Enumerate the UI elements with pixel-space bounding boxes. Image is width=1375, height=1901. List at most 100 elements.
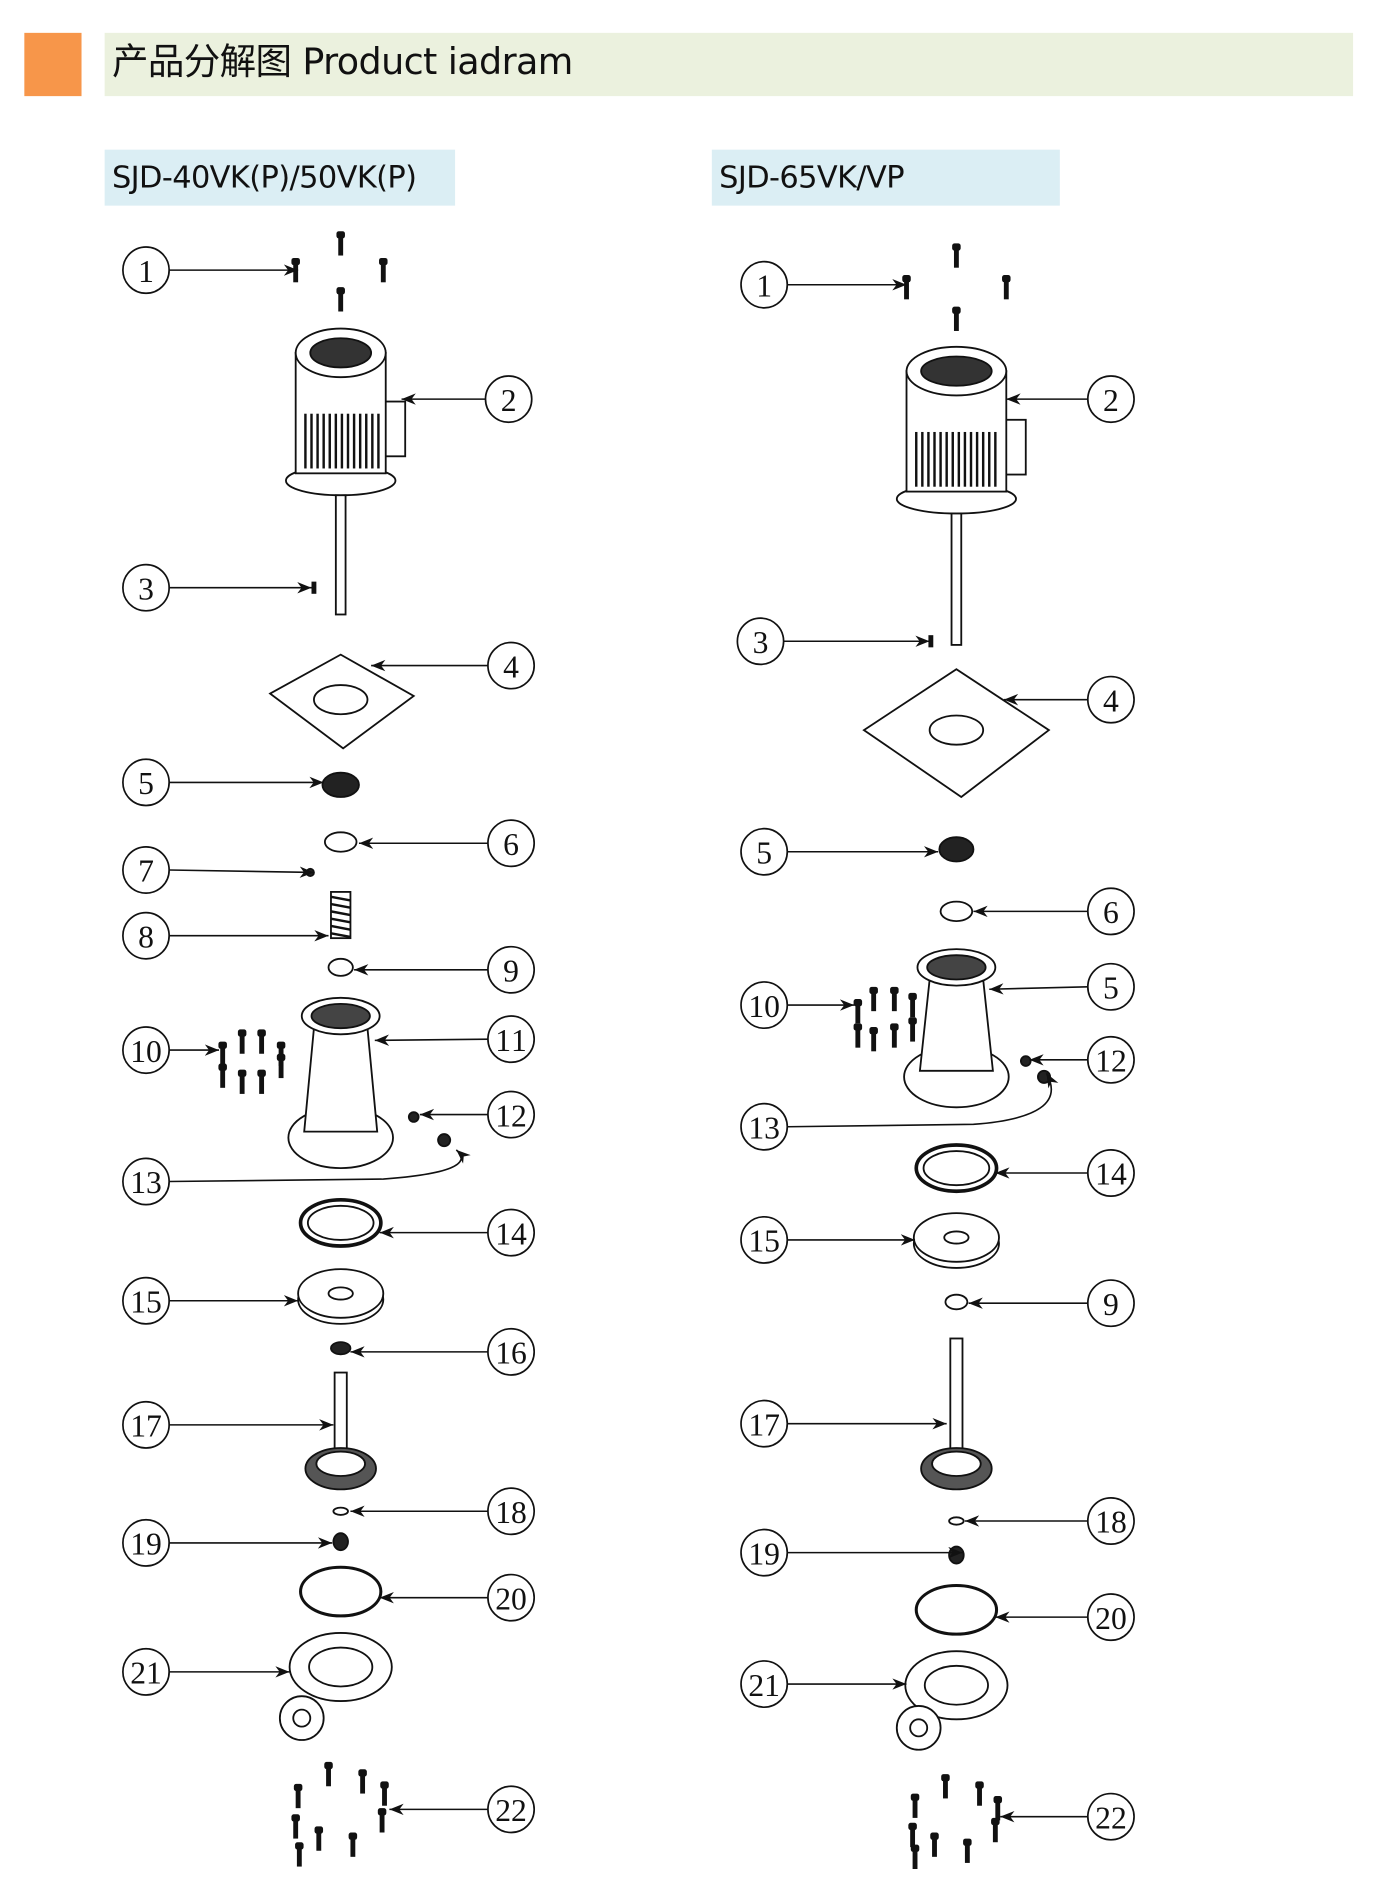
leader-line: [787, 1072, 1059, 1128]
callout-21: 21: [740, 1660, 907, 1709]
bolt-head: [336, 231, 345, 239]
callout-number: 8: [138, 919, 154, 954]
seal-coil: [330, 917, 351, 924]
impeller-hub: [931, 1450, 982, 1477]
bolt-shaft: [910, 1827, 916, 1848]
motor: [285, 327, 407, 616]
callout-10: 10: [122, 1026, 220, 1075]
pump-casing-bore: [308, 1646, 374, 1688]
callout-18: 18: [350, 1487, 536, 1536]
callout-circle: [1086, 1593, 1135, 1642]
callout-11: 11: [374, 1015, 536, 1064]
bolt-shaft: [855, 1003, 861, 1024]
callout-1: 1: [740, 260, 907, 309]
bolt-head: [336, 287, 345, 295]
bolt-head: [380, 1781, 389, 1789]
callout-circle: [487, 819, 536, 868]
callout-circle: [487, 1573, 536, 1622]
callout-circle: [1086, 375, 1135, 424]
impeller-shaft: [949, 1337, 964, 1455]
bolt-shaft: [360, 1774, 366, 1794]
bolt-head: [314, 1826, 324, 1834]
callout-circle: [122, 246, 170, 295]
bolt-head: [930, 1832, 939, 1840]
seal-coil: [330, 910, 351, 917]
bolt-head: [377, 1808, 387, 1816]
bolt-shaft: [910, 997, 916, 1018]
leader-line: [169, 1149, 471, 1183]
callout-circle: [487, 1785, 536, 1834]
callout-circle: [122, 911, 170, 960]
callout-circle: [122, 1400, 170, 1449]
seal-coil: [330, 902, 351, 909]
bolt-head: [257, 1029, 266, 1037]
seal-coil: [330, 895, 351, 902]
bolt-head: [902, 274, 911, 283]
callout-6: 6: [358, 819, 536, 868]
bolt-shaft: [239, 1074, 245, 1094]
callout-20: 20: [995, 1593, 1135, 1642]
callout-circle: [1086, 1792, 1135, 1841]
bolt-head: [952, 243, 961, 251]
callout-number: 18: [1095, 1505, 1127, 1540]
callout-number: 6: [503, 827, 519, 862]
callout-22: 22: [1000, 1792, 1135, 1841]
bolt-head: [993, 1795, 1003, 1804]
callout-14: 14: [379, 1208, 536, 1257]
callout-circle: [1086, 1279, 1135, 1328]
seal-seat: [321, 771, 360, 798]
callout-number: 19: [130, 1527, 162, 1562]
callout-number: 15: [748, 1224, 780, 1259]
callout-number: 17: [130, 1409, 162, 1444]
bolt-head: [910, 1793, 920, 1801]
bolt-head: [358, 1769, 367, 1777]
callout-circle: [740, 1399, 789, 1448]
bolt-head: [257, 1069, 266, 1077]
callout-number: 18: [495, 1495, 527, 1530]
bolt-shaft: [891, 1028, 897, 1048]
bracket-top-bore: [310, 1002, 371, 1030]
callout-circle: [122, 1157, 170, 1206]
bolt-head: [293, 1783, 303, 1792]
bolt-shaft: [871, 1031, 877, 1052]
callout-21: 21: [122, 1647, 290, 1696]
callout-number: 16: [495, 1336, 527, 1371]
callout-number: 10: [130, 1034, 162, 1069]
impeller-hub: [315, 1450, 366, 1477]
callout-1: 1: [122, 246, 299, 295]
callout-circle: [122, 1276, 170, 1325]
bolt-shaft: [338, 292, 344, 312]
callout-13: 13: [122, 1149, 471, 1206]
bolt-shaft: [953, 248, 959, 268]
bolt-head: [237, 1069, 247, 1077]
bolt-head: [963, 1838, 972, 1846]
bolt-shaft: [943, 1778, 948, 1799]
bolt-head: [291, 1814, 300, 1822]
bolt-shaft: [932, 1837, 937, 1857]
shaft-key: [311, 581, 317, 594]
fan-grille: [920, 355, 993, 387]
callout-number: 9: [1103, 1287, 1119, 1322]
callout-number: 2: [501, 383, 517, 418]
callout-number: 21: [748, 1668, 780, 1703]
callout-number: 14: [1095, 1157, 1127, 1192]
bolt-head: [975, 1781, 984, 1789]
callout-17: 17: [122, 1400, 334, 1449]
bushing: [944, 1293, 969, 1311]
callout-circle: [736, 617, 785, 666]
washer: [948, 1516, 965, 1526]
gasket-ring-inner: [922, 1150, 991, 1187]
bolt-shaft: [904, 279, 909, 300]
bolt-shaft: [871, 991, 877, 1012]
callout-15: 15: [122, 1276, 299, 1325]
bolt-shaft: [382, 1786, 387, 1806]
bolt-shaft: [964, 1843, 970, 1863]
seal-coil: [330, 924, 351, 931]
guide-disc-hole: [943, 1230, 970, 1245]
bolt-head: [853, 998, 863, 1007]
callout-number: 2: [1103, 383, 1119, 418]
callout-3: 3: [736, 617, 930, 666]
callout-12: 12: [419, 1090, 536, 1139]
callout-7: 7: [122, 846, 314, 894]
